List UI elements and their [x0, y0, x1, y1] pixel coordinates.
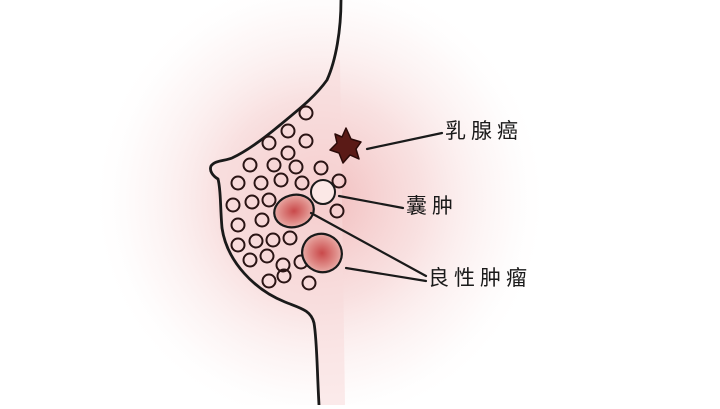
- lobule-circle: [266, 157, 282, 173]
- benign-tumor-2: [301, 232, 343, 274]
- lobule-circle: [329, 203, 345, 219]
- lobule-circle: [254, 212, 270, 228]
- benign-tumor-1: [273, 193, 315, 229]
- label-breast-cancer: 乳腺癌: [445, 119, 523, 143]
- lobule-circle: [242, 252, 258, 268]
- leader-benign-1: [309, 211, 428, 278]
- label-benign-tumor: 良性肿瘤: [428, 266, 532, 290]
- lobule-circle: [331, 173, 347, 189]
- leader-benign-2: [344, 266, 428, 283]
- lobule-circle: [280, 145, 296, 161]
- lobule-circle: [301, 275, 317, 291]
- lobule-circle: [273, 172, 289, 188]
- lobule-circle: [280, 123, 296, 139]
- lobule-group: [225, 105, 347, 291]
- lobule-circle: [265, 232, 281, 248]
- leader-cancer: [365, 131, 444, 151]
- cancer-mass: [329, 127, 362, 164]
- cyst-shape: [310, 179, 336, 205]
- lobule-circle: [282, 230, 298, 246]
- lobule-circle: [275, 257, 291, 273]
- breast-outline: [209, 0, 343, 407]
- label-cyst: 囊肿: [406, 194, 458, 218]
- lobule-circle: [261, 192, 277, 208]
- lobule-circle: [248, 233, 264, 249]
- lobule-circle: [253, 175, 269, 191]
- lobule-circle: [244, 194, 260, 210]
- lobule-circle: [276, 268, 292, 284]
- lobule-circle: [230, 237, 246, 253]
- lobule-circle: [298, 133, 314, 149]
- lobule-circle: [230, 217, 246, 233]
- leader-cyst: [337, 194, 405, 210]
- lobule-circle: [225, 197, 241, 213]
- lobule-circle: [261, 273, 277, 289]
- lobule-circle: [288, 159, 304, 175]
- lobule-circle: [261, 135, 277, 151]
- lobule-circle: [230, 175, 246, 191]
- lobule-circle: [259, 248, 275, 264]
- lobule-circle: [242, 157, 258, 173]
- lobule-circle: [313, 160, 329, 176]
- breast-tissue: [214, 60, 345, 405]
- lobule-circle: [298, 105, 314, 121]
- leader-lines: [309, 131, 444, 283]
- lobule-circle: [294, 175, 310, 191]
